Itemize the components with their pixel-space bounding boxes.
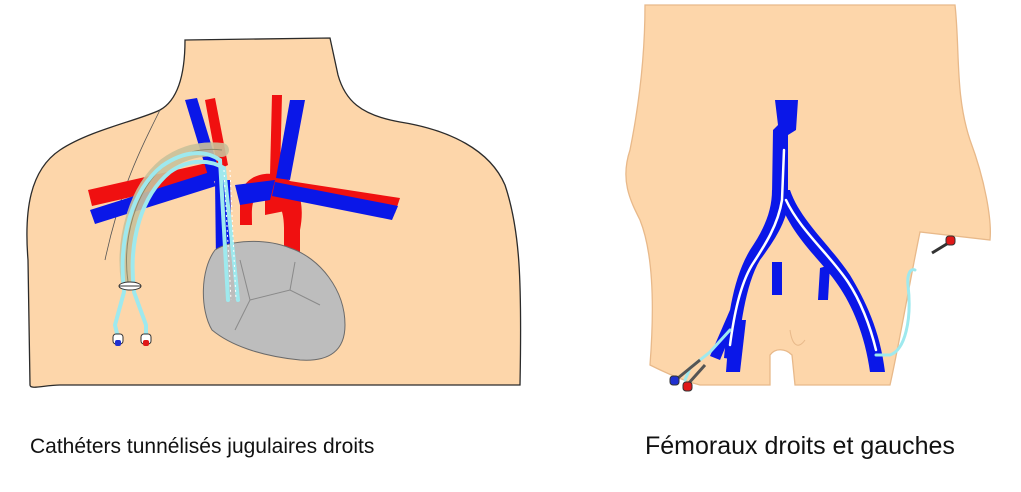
catheter-exit-site — [118, 281, 142, 291]
femoral-catheter-figure: Fémoraux droits et gauches — [560, 0, 1021, 492]
buttock-line — [789, 329, 806, 346]
catheter-dotted-core — [223, 169, 237, 301]
right-figure-caption: Fémoraux droits et gauches — [645, 432, 955, 460]
femoral-connector-right — [931, 235, 956, 255]
pelvis-illustration — [625, 4, 991, 392]
shoulder-line — [104, 109, 161, 261]
femoral-connectors-left — [669, 358, 707, 392]
femoral-catheter-lumens — [728, 148, 878, 352]
left-figure-caption: Cathéters tunnélisés jugulaires droits — [30, 435, 375, 458]
heart — [202, 240, 346, 361]
catheter-connectors — [112, 333, 152, 346]
jugular-catheter-figure: Cathéters tunnélisés jugulaires droits — [26, 37, 522, 458]
pelvis-torso — [625, 4, 991, 386]
heart-contours — [234, 259, 321, 331]
chest-illustration — [26, 37, 522, 388]
